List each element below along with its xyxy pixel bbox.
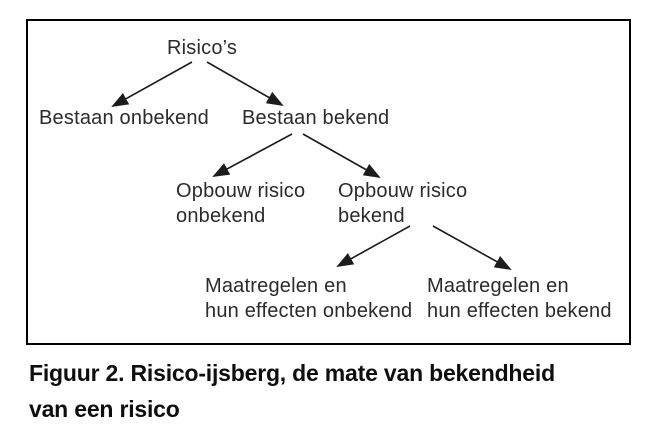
node-opbouw-risico-onbekend: Opbouw risico onbekend [176,180,306,227]
figure-caption-line1: Figuur 2. Risico-ijsberg, de mate van be… [29,360,555,386]
node-risicos: Risico’s [167,37,238,59]
node-bestaan-onbekend: Bestaan onbekend [39,107,210,129]
node-maatregelen-bekend: Maatregelen en hun effecten bekend [427,275,612,322]
node-maatregelen-onbekend: Maatregelen en hun effecten onbekend [205,275,413,322]
figure-caption-line2: van een risico [29,396,180,422]
node-bestaan-bekend: Bestaan bekend [242,107,390,129]
node-opbouw-risico-bekend: Opbouw risico bekend [338,180,468,227]
figure-caption: Figuur 2. Risico-ijsberg, de mate van be… [29,355,555,427]
